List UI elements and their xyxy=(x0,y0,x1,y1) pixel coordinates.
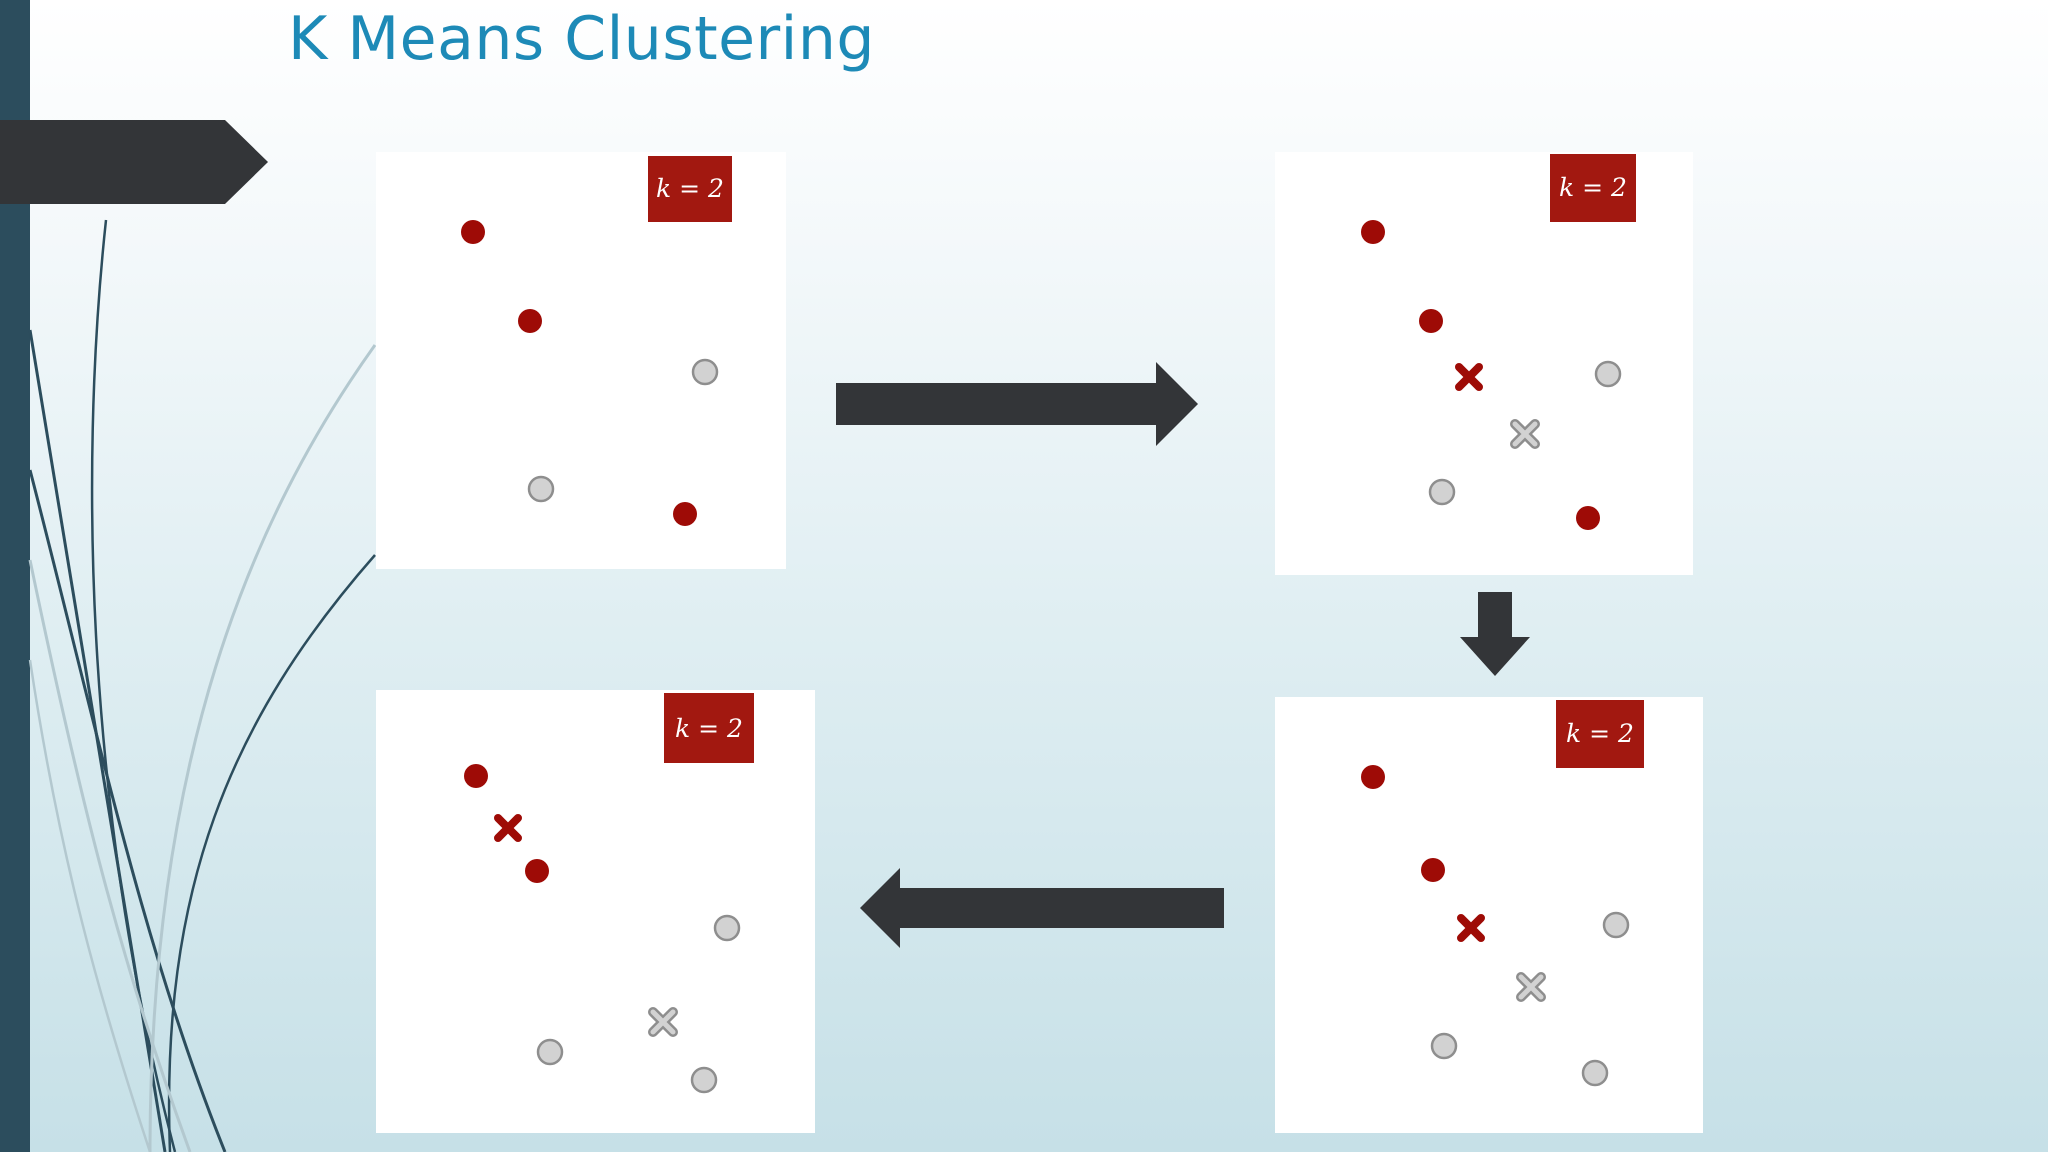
panel-step-2: k = 2 xyxy=(1275,152,1693,575)
data-point xyxy=(1581,1059,1609,1087)
data-point xyxy=(536,1038,564,1066)
centroid-gray-icon xyxy=(1510,419,1540,449)
data-point xyxy=(690,1066,718,1094)
data-point xyxy=(518,309,542,333)
data-point xyxy=(525,859,549,883)
k-badge-label: k = 2 xyxy=(1566,719,1634,748)
centroid-red-icon xyxy=(494,814,522,842)
data-point xyxy=(1594,360,1622,388)
data-point xyxy=(461,220,485,244)
data-point xyxy=(691,358,719,386)
data-point xyxy=(1361,765,1385,789)
panel-step-1: k = 2 xyxy=(376,152,786,569)
scatter-plot: k = 2 xyxy=(1361,154,1636,530)
slide-title: K Means Clustering xyxy=(288,4,875,74)
scatter-plot: k = 2 xyxy=(461,156,732,526)
panel-step-3: k = 2 xyxy=(1275,697,1703,1133)
k-badge-label: k = 2 xyxy=(675,714,743,743)
centroid-red-icon xyxy=(1457,914,1485,942)
data-point xyxy=(527,475,555,503)
k-badge: k = 2 xyxy=(664,693,754,763)
centroid-gray-icon xyxy=(648,1007,678,1037)
scatter-plot: k = 2 xyxy=(1361,700,1644,1087)
k-badge: k = 2 xyxy=(1556,700,1644,768)
data-point xyxy=(713,914,741,942)
down-arrow-icon xyxy=(1460,592,1530,676)
chevron-arrow-icon xyxy=(0,120,268,204)
data-point xyxy=(1428,478,1456,506)
centroid-gray-icon xyxy=(1516,972,1546,1002)
centroid-red-icon xyxy=(1455,363,1483,391)
panel-step-4: k = 2 xyxy=(376,690,815,1133)
data-point xyxy=(1576,506,1600,530)
data-point xyxy=(1361,220,1385,244)
left-arrow-icon xyxy=(860,868,1224,948)
data-point xyxy=(1419,309,1443,333)
k-badge: k = 2 xyxy=(648,156,732,222)
data-point xyxy=(1602,911,1630,939)
scatter-plot: k = 2 xyxy=(464,693,754,1094)
data-point xyxy=(673,502,697,526)
data-point xyxy=(464,764,488,788)
k-badge-label: k = 2 xyxy=(656,174,724,203)
data-point xyxy=(1430,1032,1458,1060)
right-arrow-icon xyxy=(836,362,1198,446)
data-point xyxy=(1421,858,1445,882)
k-badge-label: k = 2 xyxy=(1559,173,1627,202)
k-badge: k = 2 xyxy=(1550,154,1636,222)
